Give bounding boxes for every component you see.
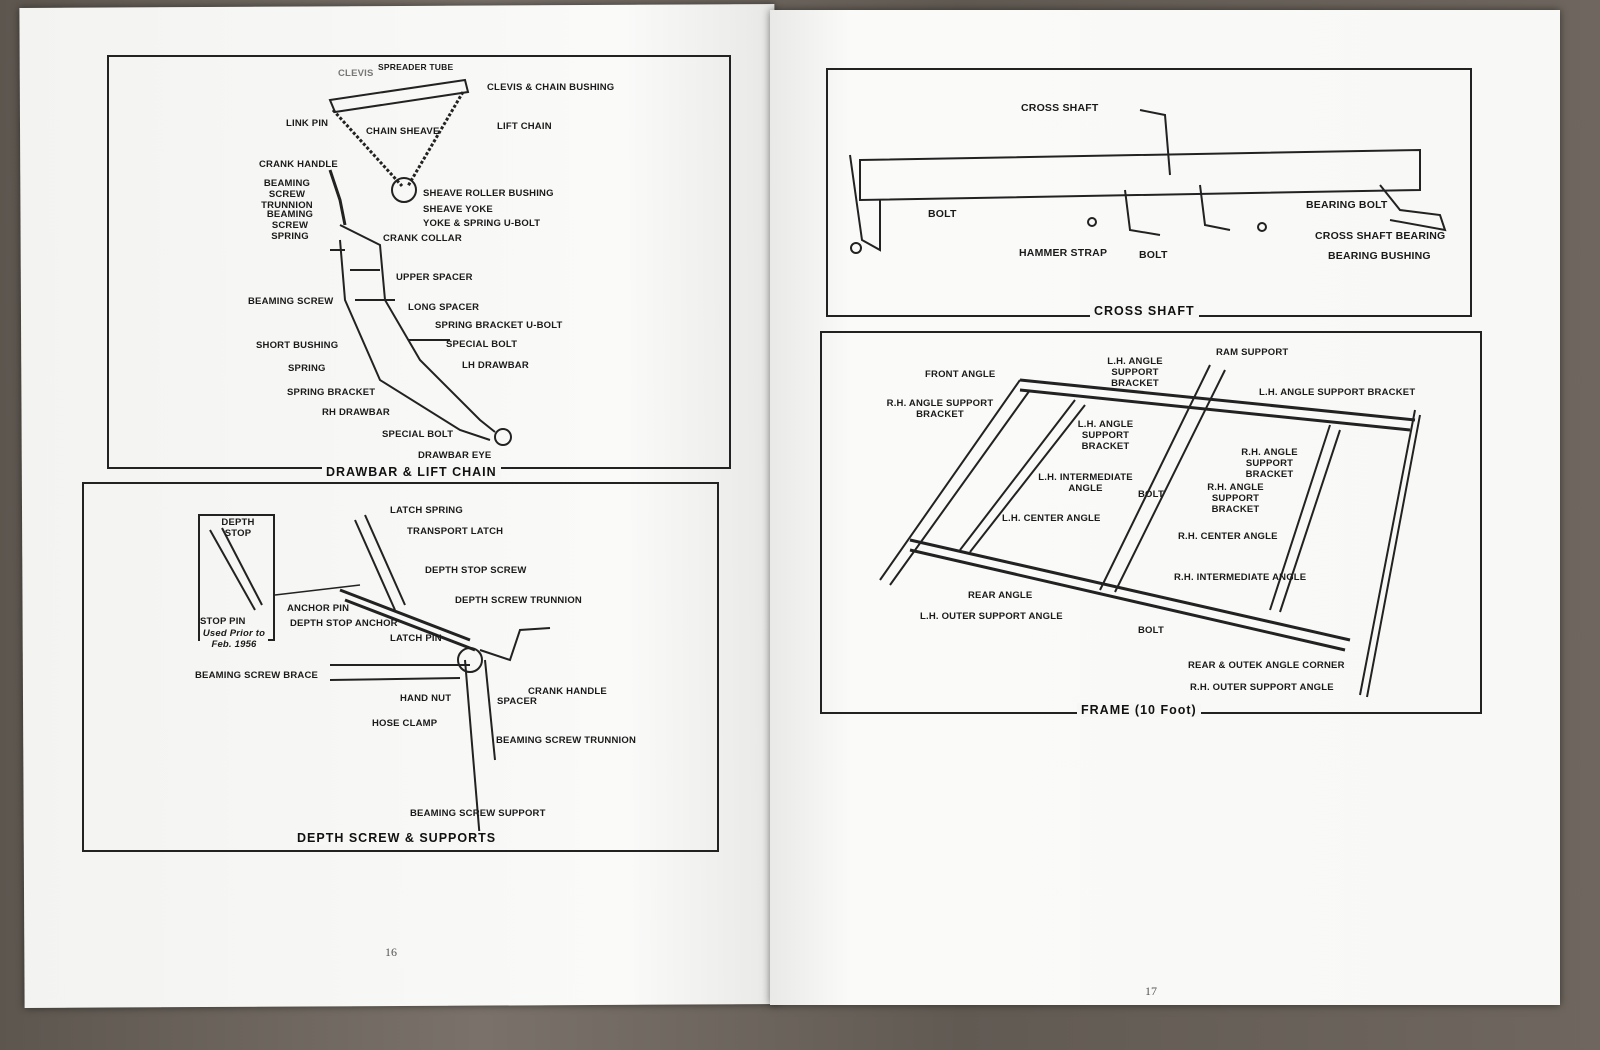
part-label: BEAMING SCREW SPRING [266,209,314,242]
part-label: L.H. ANGLE SUPPORT BRACKET [1259,387,1416,398]
part-label: FRONT ANGLE [925,369,996,380]
part-label: R.H. CENTER ANGLE [1178,531,1278,542]
part-label: R.H. OUTER SUPPORT ANGLE [1190,682,1334,693]
part-label: R.H. INTERMEDIATE ANGLE [1174,572,1307,583]
part-label: BOLT [1139,249,1168,261]
cross-shaft-caption: CROSS SHAFT [1090,304,1199,318]
part-label: BEAMING SCREW TRUNNION [261,178,313,211]
part-label: HOSE CLAMP [372,718,438,729]
part-label: BEARING BOLT [1306,199,1388,211]
part-label: REAR & OUTEK ANGLE CORNER [1188,660,1345,671]
part-label: SPECIAL BOLT [382,429,454,440]
part-label: SPECIAL BOLT [446,339,518,350]
part-label: CLEVIS & CHAIN BUSHING [487,82,615,93]
part-label: BOLT [1138,625,1164,636]
part-label: SPACER [497,696,538,707]
part-label: LH DRAWBAR [462,360,529,371]
part-label: BEAMING SCREW BRACE [195,670,319,681]
part-label: DEPTH STOP SCREW [425,565,527,576]
part-label: CRANK HANDLE [259,159,338,170]
part-label: L.H. CENTER ANGLE [1002,513,1101,524]
part-label: BEAMING SCREW TRUNNION [496,735,637,746]
part-label: CRANK HANDLE [528,686,607,697]
cross-shaft-illustration [849,109,1447,254]
part-label: LATCH SPRING [390,505,463,516]
page-number-right: 17 [1145,984,1157,998]
part-label: CROSS SHAFT BEARING [1315,230,1446,242]
part-label: R.H. ANGLE SUPPORT BRACKET [886,398,994,420]
part-label: SPREADER TUBE [378,62,454,72]
depth-screw-caption: DEPTH SCREW & SUPPORTS [293,831,501,845]
part-label: BEAMING SCREW [248,296,334,307]
part-label: HAND NUT [400,693,452,704]
part-label: RAM SUPPORT [1216,347,1289,358]
part-label: R.H. ANGLE SUPPORT BRACKET [1207,482,1264,515]
part-label: SHEAVE ROLLER BUSHING [423,188,554,199]
part-label: SPRING BRACKET U-BOLT [435,320,563,331]
part-label: L.H. ANGLE SUPPORT BRACKET [1077,419,1134,452]
part-label: BOLT [1138,489,1164,500]
frame-caption: FRAME (10 Foot) [1077,703,1201,717]
part-label: LINK PIN [286,118,329,129]
depth-screw-illustration [198,514,551,841]
part-label: CRANK COLLAR [383,233,462,244]
drawbar-illustration [328,78,512,446]
right-page [770,10,1560,1005]
part-label: LONG SPACER [408,302,480,313]
part-label: DEPTH STOP [221,517,255,539]
part-label: UPPER SPACER [396,272,473,283]
part-label: R.H. ANGLE SUPPORT BRACKET [1241,447,1298,480]
part-label: STOP PIN [200,616,246,627]
part-label: TRANSPORT LATCH [407,526,504,537]
part-label: CROSS SHAFT [1021,102,1099,114]
part-label: LIFT CHAIN [497,121,552,132]
part-label: RH DRAWBAR [322,407,390,418]
part-label: L.H. INTERMEDIATE ANGLE [1038,472,1133,494]
part-label: ANCHOR PIN [287,603,350,614]
part-label: CHAIN SHEAVE [366,126,440,137]
part-label: SPRING BRACKET [287,387,376,398]
part-label: DEPTH STOP ANCHOR [290,618,398,629]
depth-screw-diagram-frame [82,482,719,852]
part-label: DRAWBAR EYE [418,450,492,461]
part-label: CLEVIS [338,68,374,79]
part-label: LATCH PIN [390,633,442,644]
part-label: DEPTH SCREW TRUNNION [455,595,582,606]
frame-illustration [879,364,1421,698]
part-label: YOKE & SPRING U-BOLT [423,218,541,229]
part-label: BEARING BUSHING [1328,250,1431,262]
inset-note: Used Prior to Feb. 1956 [200,628,268,650]
part-label: REAR ANGLE [968,590,1033,601]
part-label: HAMMER STRAP [1019,247,1108,259]
part-label: L.H. OUTER SUPPORT ANGLE [920,611,1063,622]
drawbar-caption: DRAWBAR & LIFT CHAIN [322,465,501,479]
page-number-left: 16 [385,945,397,959]
part-label: BEAMING SCREW SUPPORT [410,808,546,819]
part-label: SPRING [288,363,326,374]
part-label: BOLT [928,208,957,220]
part-label: SHEAVE YOKE [423,204,493,215]
part-label: SHORT BUSHING [256,340,339,351]
part-label: L.H. ANGLE SUPPORT BRACKET [1107,356,1163,389]
